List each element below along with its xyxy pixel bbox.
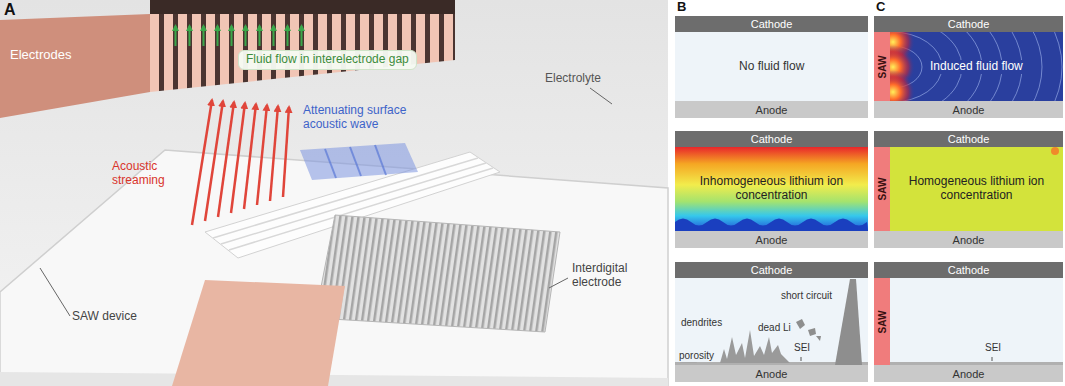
panel-letter: B bbox=[677, 0, 686, 15]
dendrites-shape bbox=[720, 330, 790, 363]
cell-panel: Homogeneous lithium ion concentration Cat… bbox=[874, 131, 1063, 248]
anode-label: Anode bbox=[953, 233, 985, 245]
concentration-map bbox=[675, 131, 868, 248]
substrate-edge bbox=[0, 372, 668, 386]
panel-background bbox=[0, 0, 668, 386]
anode-bar: Anode bbox=[874, 365, 1063, 382]
cathode-label: Cathode bbox=[948, 133, 990, 145]
contact-pad bbox=[172, 280, 345, 386]
anode-bar: Anode bbox=[675, 101, 868, 118]
cathode-label: Cathode bbox=[751, 133, 793, 145]
cathode-label: Cathode bbox=[751, 18, 793, 30]
part-label: Attenuating surface acoustic wave bbox=[303, 104, 421, 132]
cathode-bar: Cathode bbox=[675, 131, 868, 147]
cell-background bbox=[675, 262, 868, 382]
anode-bar: Anode bbox=[675, 231, 868, 248]
annotation-text: SEI bbox=[984, 342, 1002, 354]
wave-fronts bbox=[325, 145, 386, 178]
concentration-spot bbox=[1051, 147, 1059, 155]
leader-line bbox=[801, 357, 802, 361]
short-circuit-dendrite bbox=[835, 279, 862, 365]
saw-label: SAW bbox=[877, 55, 888, 78]
cell-background bbox=[675, 16, 868, 118]
uniform-concentration bbox=[874, 131, 1063, 248]
saw-label: SAW bbox=[877, 178, 888, 201]
flow-streamlines bbox=[874, 32, 1062, 101]
cathode-bar: Cathode bbox=[675, 16, 868, 32]
anode-label: Anode bbox=[953, 367, 985, 379]
cell-background bbox=[874, 262, 1063, 382]
cell-caption: Homogeneous lithium ion concentration bbox=[900, 175, 1053, 203]
annotation-text: SEI bbox=[793, 342, 811, 354]
anode-label: Anode bbox=[756, 103, 788, 115]
annotation-text: dendrites bbox=[680, 317, 723, 329]
annotation-text: porosity bbox=[678, 350, 715, 362]
cathode-label: Cathode bbox=[948, 18, 990, 30]
cathode-bar: Cathode bbox=[874, 16, 1063, 32]
depletion-wave bbox=[675, 219, 868, 232]
cathode-bar: Cathode bbox=[874, 262, 1063, 278]
cathode-label: Cathode bbox=[948, 264, 990, 276]
fluid-flow-arrows bbox=[176, 26, 302, 46]
cell-panel: Induced fluid flow CathodeSAW Anode bbox=[874, 16, 1063, 118]
leader-lines bbox=[40, 88, 612, 316]
cathode-bar: Cathode bbox=[874, 131, 1063, 147]
cell-panel: Inhomogeneous lithium ion concentration C… bbox=[675, 131, 868, 248]
saw-transducer: SAW bbox=[874, 32, 890, 101]
saw-transducer: SAW bbox=[874, 147, 890, 231]
interdigital-pattern bbox=[315, 215, 560, 332]
part-label: Electrodes bbox=[10, 48, 71, 63]
part-label: Acoustic streaming bbox=[112, 160, 184, 188]
part-label: Interdigital electrode bbox=[572, 262, 657, 290]
anode-label: Anode bbox=[756, 367, 788, 379]
anode-bar: Anode bbox=[874, 231, 1063, 248]
electrode-block bbox=[0, 14, 150, 118]
electrode-top bbox=[150, 0, 455, 16]
cathode-label: Cathode bbox=[751, 264, 793, 276]
acoustic-streaming-arrows bbox=[192, 100, 289, 225]
part-label: SAW device bbox=[72, 310, 137, 324]
part-label: Electrolyte bbox=[545, 72, 601, 86]
cell-panel: SEI CathodeSAW Anode bbox=[874, 262, 1063, 382]
saw-transducer: SAW bbox=[874, 278, 890, 365]
attenuating-wave-band bbox=[300, 143, 418, 180]
panel-letter: C bbox=[876, 0, 885, 15]
anode-label: Anode bbox=[756, 233, 788, 245]
cell-caption: Induced fluid flow bbox=[927, 60, 1026, 74]
anode-bar: Anode bbox=[675, 365, 868, 382]
panel-letter: A bbox=[4, 1, 16, 19]
flow-label-box: Fluid flow in interelectrode gap bbox=[238, 50, 417, 70]
cell-caption: Inhomogeneous lithium ion concentration bbox=[685, 175, 858, 203]
annotation-text: short circuit bbox=[780, 290, 833, 302]
dead-lithium-fragments bbox=[796, 319, 821, 341]
anode-label: Anode bbox=[953, 103, 985, 115]
saw-substrate bbox=[0, 150, 668, 386]
annotation-text: dead Li bbox=[757, 322, 792, 334]
cell-caption: No fluid flow bbox=[739, 60, 804, 74]
flow-caption: Fluid flow in interelectrode gap bbox=[246, 53, 409, 67]
leader-line bbox=[992, 357, 993, 361]
saw-label: SAW bbox=[877, 310, 888, 333]
electrode-plates bbox=[150, 14, 455, 92]
cell-panel: No fluid flow CathodeAnode bbox=[675, 16, 868, 118]
cell-panel: dendrites short circuit dead LiSEI porosity… bbox=[675, 262, 868, 382]
anode-bar: Anode bbox=[874, 101, 1063, 118]
cathode-bar: Cathode bbox=[675, 262, 868, 278]
